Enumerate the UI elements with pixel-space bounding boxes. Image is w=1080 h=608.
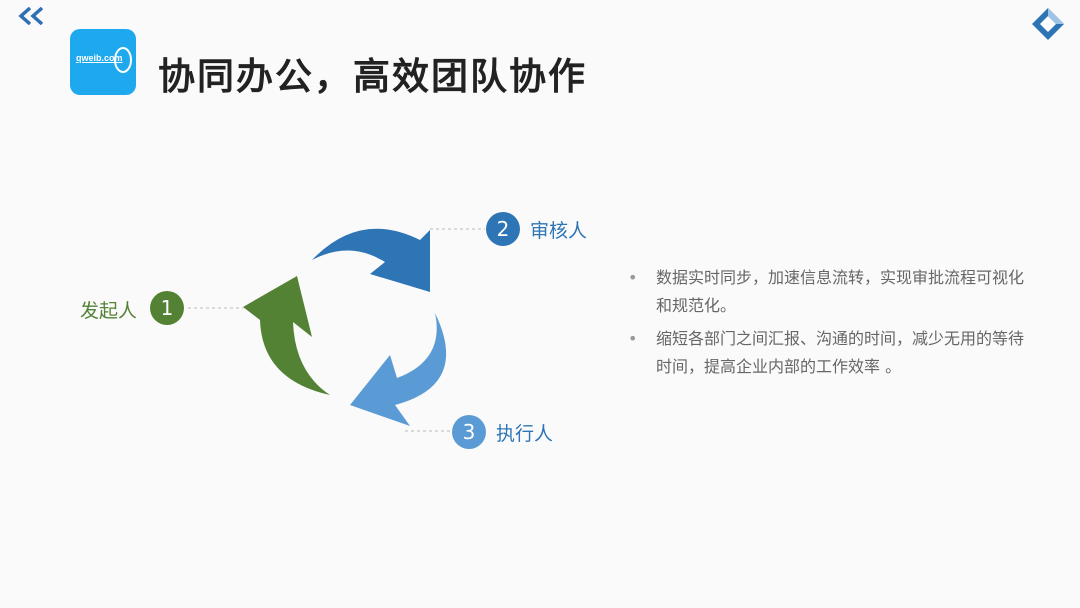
step-number-3: 3 [452,415,486,449]
bullet-item-1: •数据实时同步，加速信息流转，实现审批流程可视化和规范化。 [628,268,1025,315]
double-chevron-left-icon[interactable] [18,6,48,28]
page-title: 协同办公，高效团队协作 [158,55,587,98]
step-number-1: 1 [150,291,184,325]
arrow-dark-blue [312,228,430,292]
step-label-3: 执行人 [496,423,554,445]
step-number-2: 2 [486,212,520,246]
arrow-green [243,276,330,395]
step-label-1: 发起人 [80,300,138,322]
qweib-logo: qweib.com [70,29,136,95]
bullet-item-2: •缩短各部门之间汇报、沟通的时间，减少无用的等待时间，提高企业内部的工作效率 。 [628,329,1025,376]
arrow-light-blue [350,313,447,426]
step-label-2: 审核人 [530,220,588,242]
diamond-logo-icon [1032,8,1064,40]
